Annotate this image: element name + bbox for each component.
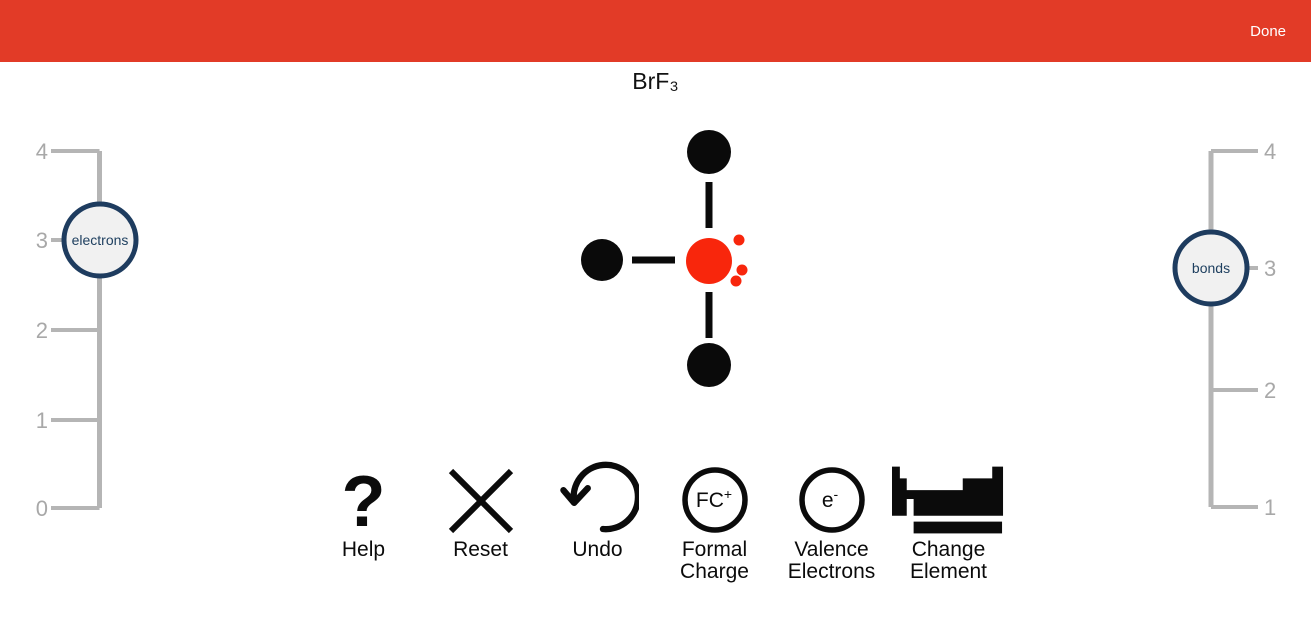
- reset-label: Reset: [453, 538, 508, 561]
- done-button[interactable]: Done: [1250, 23, 1286, 40]
- molecule-canvas: [581, 130, 748, 387]
- undo-button[interactable]: Undo: [539, 458, 656, 583]
- toolbar: ? Help Reset Undo: [305, 458, 1007, 583]
- tick-label: 4: [36, 139, 48, 164]
- terminal-atom-top: [687, 130, 731, 174]
- lone-electron-dot: [736, 264, 748, 276]
- electron-icon: e-: [798, 458, 866, 534]
- change-element-button[interactable]: Change Element: [890, 458, 1007, 583]
- x-icon: [448, 458, 514, 534]
- question-mark-icon: ?: [341, 461, 386, 542]
- svg-text:e-: e-: [821, 486, 838, 512]
- valence-electrons-label: Valence Electrons: [787, 538, 876, 583]
- valence-electrons-button[interactable]: e- Valence Electrons: [773, 458, 890, 583]
- lone-electron-dot: [733, 234, 745, 246]
- central-atom: [686, 238, 732, 284]
- bonds-slider: 4 3 2 1 bonds: [1172, 139, 1276, 520]
- lone-electron-dot: [730, 275, 742, 287]
- tick-label: 2: [1264, 378, 1276, 403]
- tick-label: 0: [36, 496, 48, 521]
- electrons-slider: 4 3 2 1 0 electrons: [36, 139, 139, 521]
- page-title: BrF₃: [632, 68, 679, 94]
- help-button[interactable]: ? Help: [305, 458, 422, 583]
- tick-label: 1: [1264, 495, 1276, 520]
- formal-charge-button[interactable]: FC+ Formal Charge: [656, 458, 773, 583]
- periodic-table-icon: [892, 458, 1005, 534]
- formal-charge-label: Formal Charge: [680, 538, 749, 583]
- tick-label: 3: [36, 228, 48, 253]
- electrons-slider-knob[interactable]: electrons: [61, 201, 139, 279]
- tick-label: 1: [36, 408, 48, 433]
- help-label: Help: [341, 538, 386, 561]
- tick-label: 3: [1264, 256, 1276, 281]
- undo-label: Undo: [572, 538, 623, 561]
- terminal-atom-left: [581, 239, 623, 281]
- tick-label: 2: [36, 318, 48, 343]
- bonds-slider-knob[interactable]: bonds: [1172, 229, 1250, 307]
- formal-charge-icon: FC+: [681, 458, 749, 534]
- change-element-label: Change Element: [909, 538, 988, 583]
- reset-button[interactable]: Reset: [422, 458, 539, 583]
- app-header: Done: [0, 0, 1311, 62]
- svg-text:FC+: FC+: [695, 486, 731, 512]
- undo-arrow-icon: [557, 458, 639, 534]
- terminal-atom-bottom: [687, 343, 731, 387]
- tick-label: 4: [1264, 139, 1276, 164]
